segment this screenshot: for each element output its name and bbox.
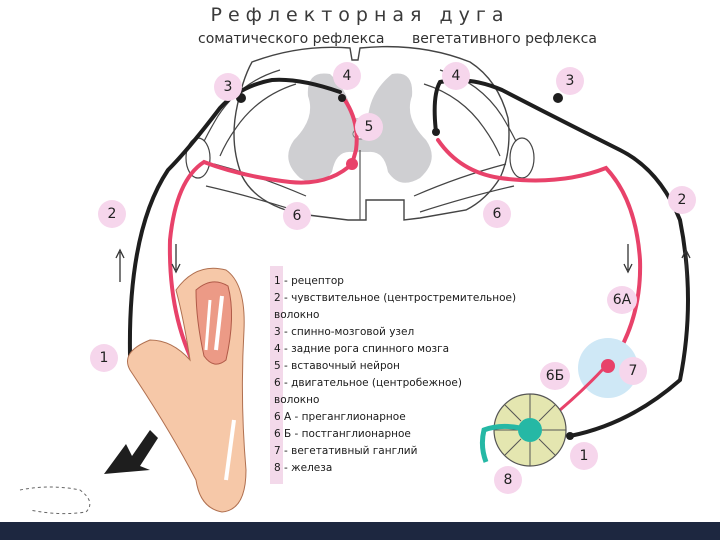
hand-outline <box>19 486 91 515</box>
label-6-right: 6 <box>483 200 511 228</box>
direction-arrows <box>115 244 691 282</box>
label-4-right: 4 <box>442 62 470 90</box>
stimulus-arrow <box>104 430 158 474</box>
legend-line-11: 7 - вегетативный ганглий <box>274 445 418 457</box>
left-sensory-fiber <box>127 77 342 357</box>
label-6A: 6А <box>607 286 637 314</box>
label-4-left: 4 <box>333 62 361 90</box>
legend-line-10: 6 Б - постганглионарное <box>274 428 411 440</box>
legend-line-4: 3 - спинно-мозговой узел <box>274 326 415 338</box>
label-2-right: 2 <box>668 186 696 214</box>
right-spinal-ganglion-cell <box>553 93 563 103</box>
label-7: 7 <box>619 357 647 385</box>
label-1-right: 1 <box>570 442 598 470</box>
label-2-left: 2 <box>98 200 126 228</box>
label-3-left: 3 <box>214 73 242 101</box>
subtitle-somatic: соматического рефлекса <box>198 31 385 47</box>
legend-line-8: волокно <box>274 394 320 406</box>
legend-accent-bar <box>270 266 283 484</box>
label-5: 5 <box>355 113 383 141</box>
right-motor-fiber <box>436 138 643 368</box>
legend-line-5: 4 - задние рога спинного мозга <box>274 343 450 355</box>
subtitle-vegetative: вегетативного рефлекса <box>412 31 597 47</box>
left-motor-fiber <box>167 159 356 378</box>
label-3-right: 3 <box>556 67 584 95</box>
label-6B: 6Б <box>540 362 570 390</box>
label-6-left: 6 <box>283 202 311 230</box>
legend-line-3: волокно <box>274 309 320 321</box>
label-8: 8 <box>494 466 522 494</box>
label-1-left: 1 <box>90 344 118 372</box>
legend-line-7: 6 - двигательное (центробежное) <box>274 377 462 389</box>
legend-line-6: 5 - вставочный нейрон <box>274 360 400 372</box>
legend-line-12: 8 - железа <box>274 462 333 474</box>
gland <box>479 393 574 467</box>
legend-line-2: 2 - чувствительное (центростремительное) <box>274 292 517 304</box>
legend-line-1: 1 - рецептор <box>274 275 344 287</box>
arm-illustration <box>127 267 247 513</box>
legend-line-9: 6 А - преганглионарное <box>274 411 406 423</box>
diagram-title: Рефлекторная дуга <box>210 4 510 26</box>
